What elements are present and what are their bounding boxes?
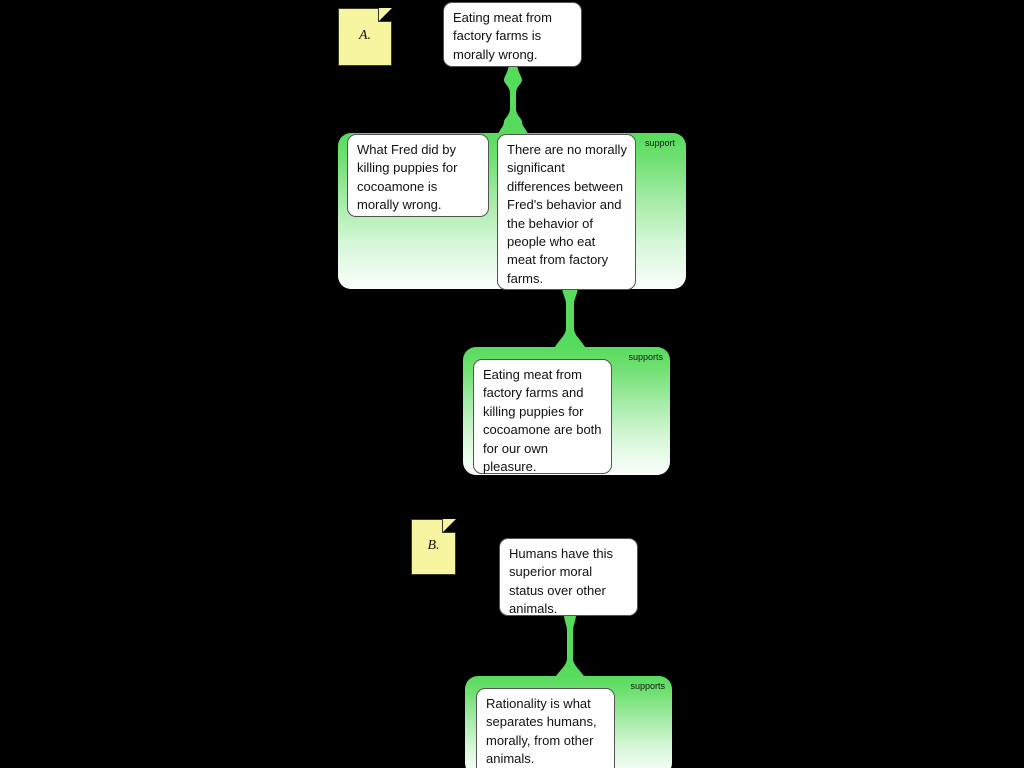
- group-label-support: support: [644, 138, 675, 148]
- claim-card-premise-a3[interactable]: Eating meat from factory farms and killi…: [473, 359, 612, 474]
- claim-card-premise-a1[interactable]: What Fred did by killing puppies for coc…: [347, 134, 489, 217]
- sticky-note-b-label: B.: [427, 538, 440, 554]
- claim-card-conclusion-a[interactable]: Eating meat from factory farms is morall…: [443, 2, 582, 67]
- connector-group-a1-to-group-a2: [548, 286, 592, 352]
- claim-card-premise-a2[interactable]: There are no morally significant differe…: [497, 134, 636, 290]
- group-label-supports: supports: [630, 681, 665, 691]
- sticky-note-a-label: A.: [358, 28, 372, 44]
- group-label-supports: supports: [628, 352, 663, 362]
- folded-corner-icon: [442, 519, 456, 533]
- sticky-note-b[interactable]: B.: [411, 519, 456, 575]
- connector-claim-a-to-group-a1: [492, 62, 534, 140]
- claim-card-conclusion-b[interactable]: Humans have this superior moral status o…: [499, 538, 638, 616]
- claim-card-premise-b1[interactable]: Rationality is what separates humans, mo…: [476, 688, 615, 768]
- folded-corner-icon: [378, 8, 392, 22]
- sticky-note-a[interactable]: A.: [338, 8, 392, 66]
- connector-claim-b-to-group-b1: [548, 614, 592, 682]
